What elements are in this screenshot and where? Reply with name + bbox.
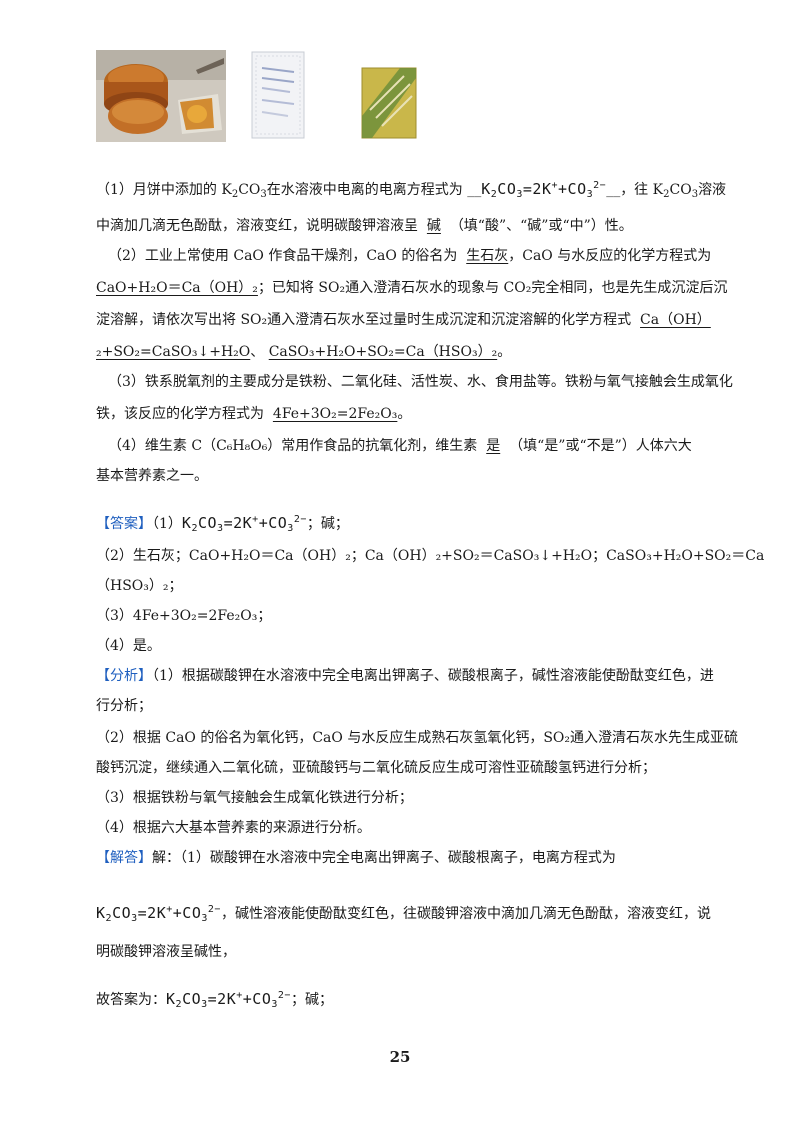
q1-answer-blank: 碱 <box>426 218 441 234</box>
answer-line-4: （3）4Fe+3O₂=2Fe₂O₃； <box>96 608 272 624</box>
q2-line-3: 淀溶解，请依次写出将 SO₂通入澄清石灰水至过量时生成沉淀和沉淀溶解的化学方程式… <box>96 312 711 328</box>
q3-line-1: （3）铁系脱氧剂的主要成分是铁粉、二氧化硅、活性炭、水、食用盐等。铁粉与氧气接触… <box>108 374 733 390</box>
analysis-tag: 【分析】 <box>96 668 152 684</box>
analysis-line-2: 行分析； <box>96 698 152 714</box>
q1-line-2: 中滴加几滴无色酚酞，溶液变红，说明碳酸钾溶液呈 碱 （填“酸”、“碱”或“中”）… <box>96 218 633 234</box>
q2-precipitate-equation: ₂+SO₂=CaSO₃↓+H₂O <box>96 344 251 360</box>
q4-answer-blank: 是 <box>486 438 501 454</box>
q3-line-2: 铁，该反应的化学方程式为 4Fe+3O₂=2Fe₂O₃。 <box>96 406 412 422</box>
q3-equation-blank: 4Fe+3O₂=2Fe₂O₃ <box>272 406 398 422</box>
analysis-line-6: （4）根据六大基本营养素的来源进行分析。 <box>96 820 371 836</box>
page-number: 25 <box>389 1048 411 1066</box>
q4-line-1: （4）维生素 C（C₆H₈O₆）常用作食品的抗氧化剂，维生素 是 （填“是”或“… <box>108 438 692 454</box>
q2-line-4: ₂+SO₂=CaSO₃↓+H₂O、 CaSO₃+H₂O+SO₂=Ca（HSO₃）… <box>96 344 512 360</box>
solution-ionization-equation: K2CO3=2K++CO32− <box>96 904 221 924</box>
analysis-line-4: 酸钙沉淀，继续通入二氧化硫，亚硫酸钙与二氧化硫反应生成可溶性亚硫酸氢钙进行分析； <box>96 760 656 776</box>
q2-nickname-blank: 生石灰 <box>466 248 509 264</box>
q2-line-1: （2）工业上常使用 CaO 作食品干燥剂，CaO 的俗名为 生石灰，CaO 与水… <box>108 248 712 264</box>
q1-ionization-equation: K2CO3=2K++CO32− <box>481 180 607 200</box>
q2-equation-blank: CaO+H₂O＝Ca（OH）₂ <box>96 280 258 296</box>
answer-line-5: （4）是。 <box>96 638 161 654</box>
answer-line-2: （2）生石灰；CaO+H₂O＝Ca（OH）₂；Ca（OH）₂+SO₂＝CaSO₃… <box>96 548 765 564</box>
solution-tag: 【解答】 <box>96 850 152 866</box>
desiccant-packet-image <box>250 50 306 140</box>
analysis-line-1: 【分析】（1）根据碳酸钾在水溶液中完全电离出钾离子、碳酸根离子，碱性溶液能使酚酞… <box>96 668 714 684</box>
q2-dissolve-equation: CaSO₃+H₂O+SO₂=Ca（HSO₃）₂ <box>268 344 498 360</box>
solution-line-2: K2CO3=2K++CO32−，碱性溶液能使酚酞变红色，往碳酸钾溶液中滴加几滴无… <box>96 904 711 924</box>
q2-line-2: CaO+H₂O＝Ca（OH）₂；已知将 SO₂通入澄清石灰水的现象与 CO₂完全… <box>96 280 728 296</box>
answer-line-3: （HSO₃）₂； <box>96 578 183 594</box>
answer-tag: 【答案】 <box>96 516 152 532</box>
solution-line-1: 【解答】解：（1）碳酸钾在水溶液中完全电离出钾离子、碳酸根离子，电离方程式为 <box>96 850 616 866</box>
analysis-line-5: （3）根据铁粉与氧气接触会生成氧化铁进行分析； <box>96 790 413 806</box>
q4-line-2: 基本营养素之一。 <box>96 468 208 484</box>
deoxidizer-packet-image <box>360 66 418 140</box>
analysis-line-3: （2）根据 CaO 的俗名为氧化钙，CaO 与水反应生成熟石灰氢氧化钙，SO₂通… <box>96 730 739 746</box>
answer-line-1: 【答案】（1）K2CO3=2K++CO32−；碱； <box>96 514 349 534</box>
mooncake-photo <box>96 50 226 142</box>
q1-line-1: （1）月饼中添加的 K2CO3在水溶液中电离的电离方程式为 __K2CO3=2K… <box>96 180 727 200</box>
answer-ionization-equation: K2CO3=2K++CO32− <box>181 514 307 534</box>
solution-final-equation: K2CO3=2K++CO32− <box>166 990 291 1010</box>
solution-line-3: 明碳酸钾溶液呈碱性， <box>96 944 236 960</box>
solution-line-4: 故答案为：K2CO3=2K++CO32−；碱； <box>96 990 333 1010</box>
